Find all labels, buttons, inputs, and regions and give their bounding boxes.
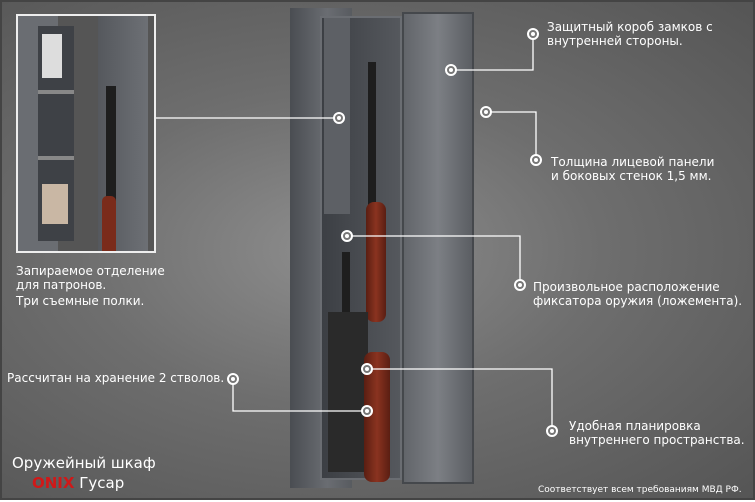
safe-door[interactable] [402,12,474,484]
marker-dot [361,405,373,417]
annotation-shelves: Три съемные полки. [16,294,145,308]
model-name: Гусар [79,474,125,492]
marker-dot [546,425,558,437]
rifle-stock [366,202,386,322]
rifle-barrel [368,62,376,282]
product-title: Оружейный шкаф [12,454,156,472]
marker-dot [530,154,542,166]
annotation-holder: Произвольное расположение фиксатора оруж… [533,280,743,308]
compliance-note: Соответствует всем требованиям МВД РФ. [538,485,742,495]
marker-dot [480,106,492,118]
annotation-layout: Удобная планировка внутреннего пространс… [569,419,745,447]
marker-dot [227,373,239,385]
product-name: ONIX Гусар [32,474,124,492]
brand-name: ONIX [32,474,75,492]
marker-dot [341,230,353,242]
ammo-compartment-photo [16,14,156,253]
marker-dot [514,279,526,291]
annotation-lock-box: Защитный короб замков с внутренней сторо… [547,20,713,48]
marker-dot [445,64,457,76]
carbine [328,312,368,472]
annotation-capacity: Рассчитан на хранение 2 стволов. [7,371,225,385]
marker-dot [333,112,345,124]
marker-dot [361,363,373,375]
annotation-compartment: Запираемое отделение для патронов. [16,264,165,292]
annotation-thickness: Толщина лицевой панели и боковых стенок … [551,155,715,183]
marker-dot [527,28,539,40]
